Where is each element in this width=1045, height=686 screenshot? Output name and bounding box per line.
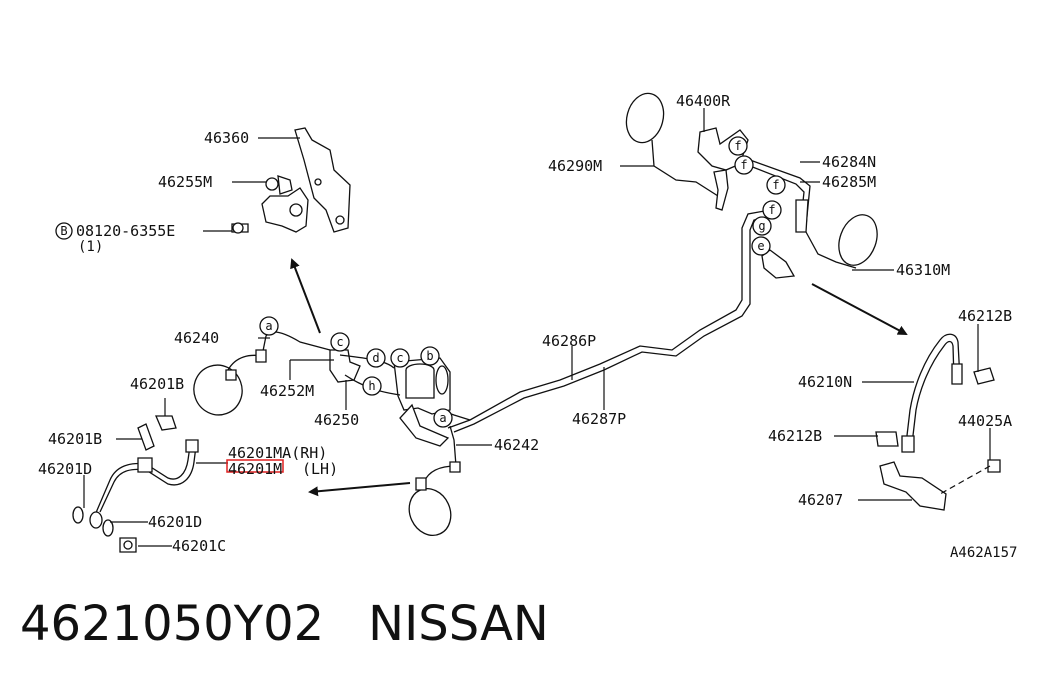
label-46210N: 46210N xyxy=(798,373,852,391)
svg-text:c: c xyxy=(336,335,343,349)
svg-text:a: a xyxy=(439,411,446,425)
callout-h: h xyxy=(362,376,382,396)
callout-f-2: f xyxy=(734,155,754,175)
rear-hose-46210N xyxy=(875,333,1001,511)
svg-text:c: c xyxy=(396,351,403,365)
svg-text:f: f xyxy=(740,158,747,172)
label-46287P: 46287P xyxy=(572,410,626,428)
callout-a-2: a xyxy=(433,408,453,428)
svg-text:h: h xyxy=(368,379,375,393)
label-46310M: 46310M xyxy=(896,261,950,279)
label-46201C: 46201C xyxy=(172,537,226,555)
label-46360: 46360 xyxy=(204,129,249,147)
svg-text:f: f xyxy=(768,203,775,217)
label-46201M-side: (LH) xyxy=(302,460,338,478)
brand-name: NISSAN xyxy=(368,596,549,652)
main-tubes-46286P-46287P xyxy=(447,209,773,433)
label-08120-quantity: (1) xyxy=(78,239,103,255)
callout-e: e xyxy=(751,236,771,256)
bracket-assembly-46360 xyxy=(231,127,351,234)
label-46207: 46207 xyxy=(798,491,843,509)
label-46285M: 46285M xyxy=(822,173,876,191)
svg-text:e: e xyxy=(757,239,764,253)
front-hose-assembly-46240 xyxy=(193,331,331,416)
label-46252M: 46252M xyxy=(260,382,314,400)
callout-b: b xyxy=(420,346,440,366)
highlight-box-46201M xyxy=(226,459,284,473)
bolt-marker-letter: B xyxy=(60,224,67,238)
label-44025A: 44025A xyxy=(958,412,1012,430)
label-46286P: 46286P xyxy=(542,332,596,350)
callout-a: a xyxy=(259,316,279,336)
footer-caption: 4621050Y02 NISSAN xyxy=(20,596,549,652)
bolt-marker-icon xyxy=(55,222,73,240)
arrow-to-bracket xyxy=(290,258,321,334)
callout-g: g xyxy=(752,216,772,236)
label-46201D-right: 46201D xyxy=(148,513,202,531)
front-hose-46242 xyxy=(408,425,461,536)
label-46201MA-RH: 46201MA(RH) xyxy=(228,444,327,462)
svg-text:g: g xyxy=(758,219,765,233)
label-46290M: 46290M xyxy=(548,157,602,175)
arrow-to-front-tube xyxy=(308,482,411,497)
label-46255M: 46255M xyxy=(158,173,212,191)
svg-text:a: a xyxy=(265,319,272,333)
label-46250: 46250 xyxy=(314,411,359,429)
svg-text:f: f xyxy=(734,139,741,153)
svg-text:b: b xyxy=(426,349,433,363)
callout-d: d xyxy=(366,348,386,368)
label-46284N: 46284N xyxy=(822,153,876,171)
callout-f-4: f xyxy=(762,200,782,220)
label-46201M: 46201M xyxy=(228,460,282,478)
svg-text:f: f xyxy=(772,178,779,192)
part-number: 4621050Y02 xyxy=(20,596,325,652)
label-46240: 46240 xyxy=(174,329,219,347)
arrow-to-rear-hose xyxy=(811,283,908,335)
front-tube-46201 xyxy=(72,415,199,553)
label-46201D-left: 46201D xyxy=(38,460,92,478)
svg-text:d: d xyxy=(372,351,379,365)
label-46201B-upper: 46201B xyxy=(130,375,184,393)
label-46212B-lower: 46212B xyxy=(768,427,822,445)
rear-brake-assembly-46400R xyxy=(625,92,878,279)
callout-c-1: c xyxy=(330,332,350,352)
label-08120-6355E: 08120-6355E xyxy=(76,222,175,240)
label-46212B-upper: 46212B xyxy=(958,307,1012,325)
label-46400R: 46400R xyxy=(676,92,731,110)
callout-f-1: f xyxy=(728,136,748,156)
callout-f-3: f xyxy=(766,175,786,195)
reference-code: A462A157 xyxy=(950,545,1017,561)
callout-c-2: c xyxy=(390,348,410,368)
label-46242: 46242 xyxy=(494,436,539,454)
label-46201B-lower: 46201B xyxy=(48,430,102,448)
